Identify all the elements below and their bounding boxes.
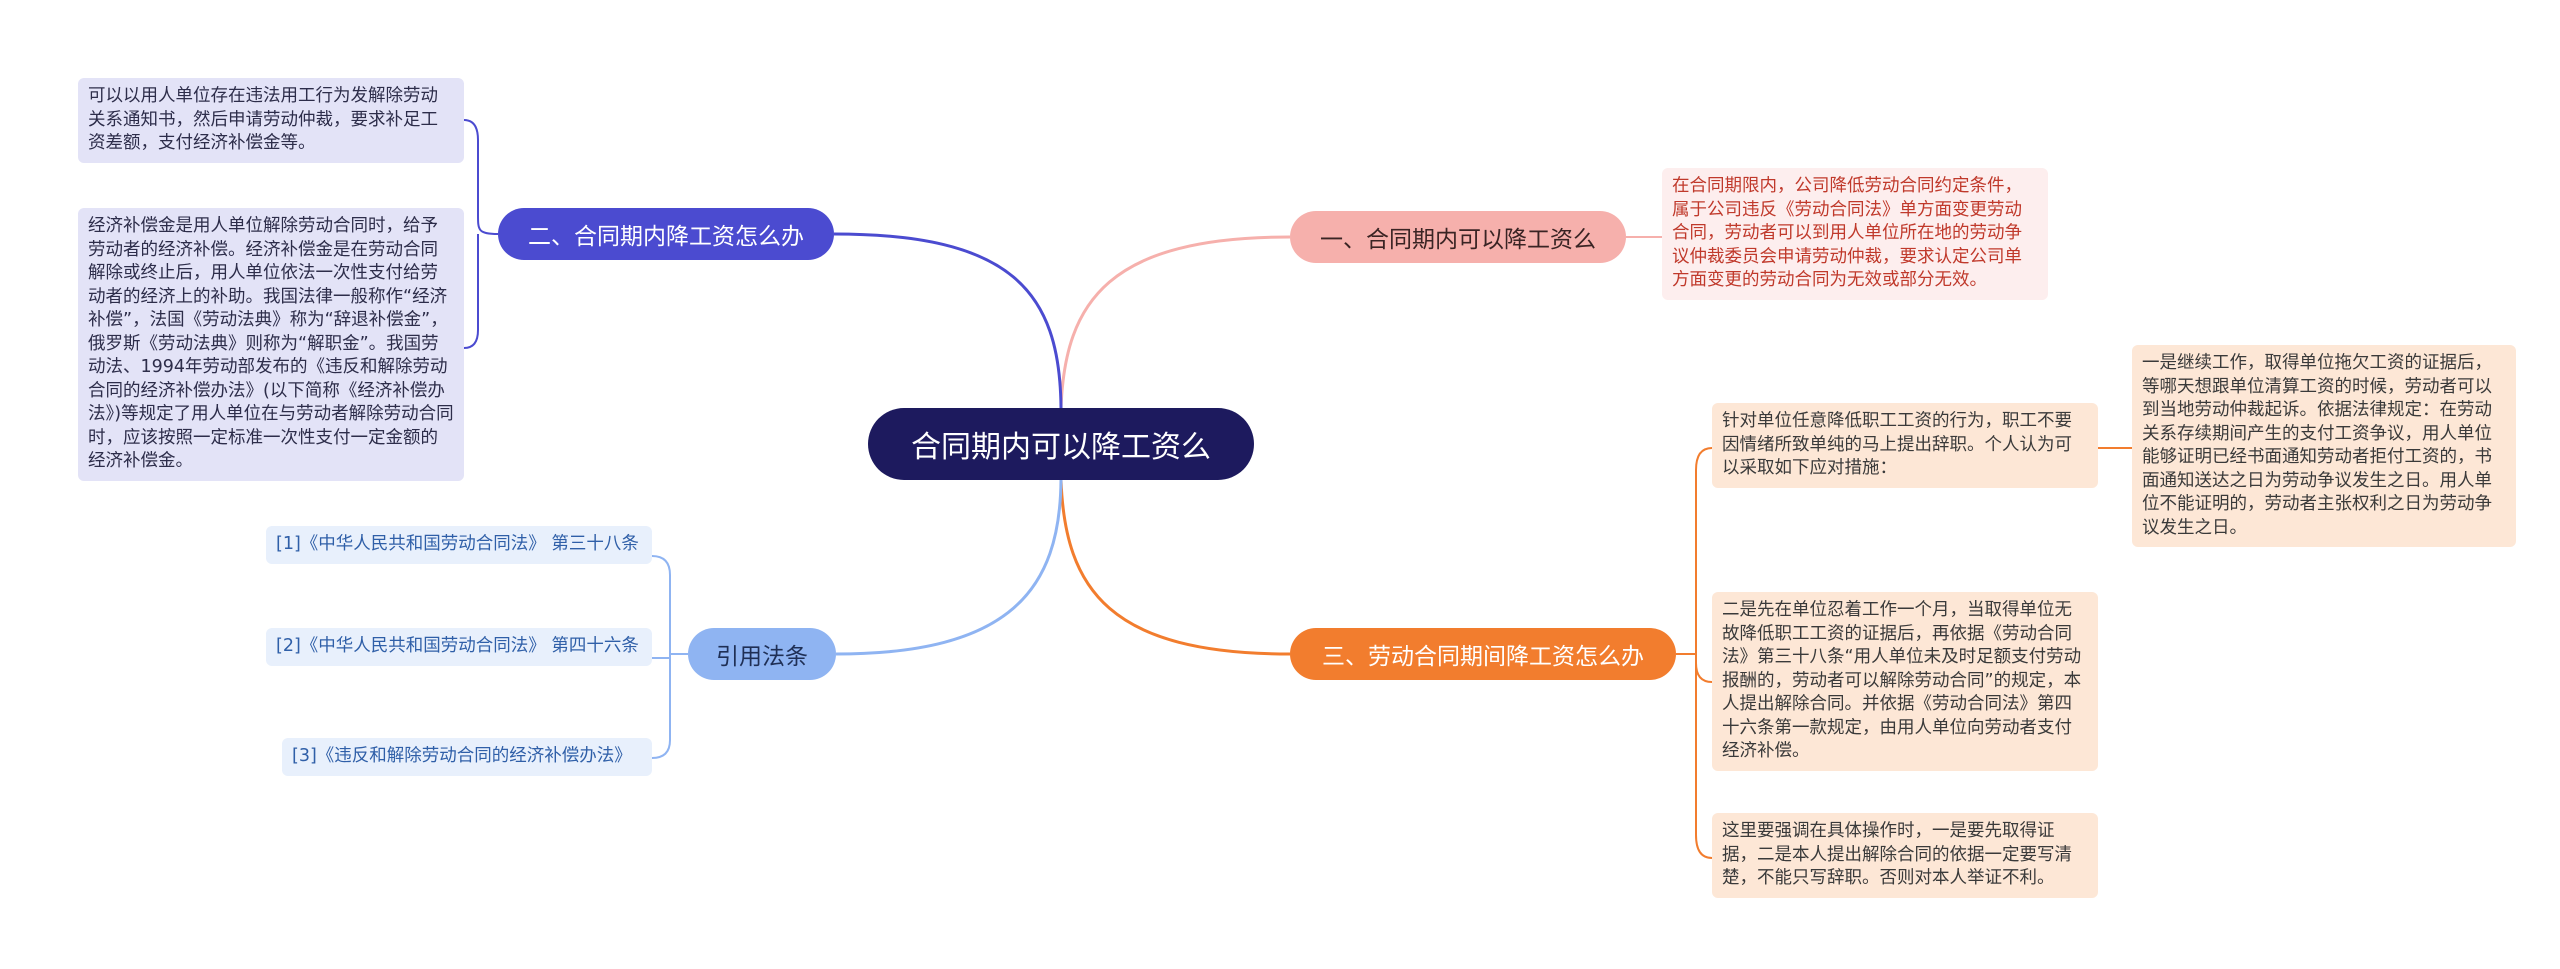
leaf-node-b4-3[interactable]: [3]《违反和解除劳动合同的经济补偿办法》 bbox=[282, 738, 652, 776]
connector-b3-leaves bbox=[1676, 447, 1713, 859]
leaf-node-b2-2[interactable]: 经济补偿金是用人单位解除劳动合同时，给予劳动者的经济补偿。经济补偿金是在劳动合同… bbox=[78, 208, 464, 481]
connector-root-b1 bbox=[1059, 235, 1291, 409]
branch-node-1[interactable]: 一、合同期内可以降工资么 bbox=[1290, 211, 1626, 263]
connector-b4-leaves bbox=[651, 555, 688, 759]
leaf-node-b3-3[interactable]: 这里要强调在具体操作时，一是要先取得证据，二是本人提出解除合同的依据一定要写清楚… bbox=[1712, 813, 2098, 898]
connector-root-b4 bbox=[835, 479, 1063, 656]
connector-root-b2 bbox=[833, 232, 1063, 409]
root-node[interactable]: 合同期内可以降工资么 bbox=[868, 408, 1254, 480]
connector-root-b3 bbox=[1059, 479, 1291, 656]
leaf-node-b4-1[interactable]: [1]《中华人民共和国劳动合同法》 第三十八条 bbox=[266, 526, 652, 564]
branch-node-3[interactable]: 三、劳动合同期间降工资怎么办 bbox=[1290, 628, 1676, 680]
branch-node-4[interactable]: 引用法条 bbox=[688, 628, 836, 680]
leaf-node-b3-2[interactable]: 二是先在单位忍着工作一个月，当取得单位无故降低职工工资的证据后，再依据《劳动合同… bbox=[1712, 592, 2098, 771]
branch-node-2[interactable]: 二、合同期内降工资怎么办 bbox=[498, 208, 834, 260]
leaf-node-b3-1[interactable]: 针对单位任意降低职工工资的行为，职工不要因情绪所致单纯的马上提出辞职。个人认为可… bbox=[1712, 403, 2098, 488]
connector-b2-leaves bbox=[463, 119, 499, 349]
leaf-node-b2-1[interactable]: 可以以用人单位存在违法用工行为发解除劳动关系通知书，然后申请劳动仲裁，要求补足工… bbox=[78, 78, 464, 163]
subleaf-node-b3-1[interactable]: 一是继续工作，取得单位拖欠工资的证据后，等哪天想跟单位清算工资的时候，劳动者可以… bbox=[2132, 345, 2516, 547]
leaf-node-b1[interactable]: 在合同期限内，公司降低劳动合同约定条件，属于公司违反《劳动合同法》单方面变更劳动… bbox=[1662, 168, 2048, 300]
leaf-node-b4-2[interactable]: [2]《中华人民共和国劳动合同法》 第四十六条 bbox=[266, 628, 652, 666]
